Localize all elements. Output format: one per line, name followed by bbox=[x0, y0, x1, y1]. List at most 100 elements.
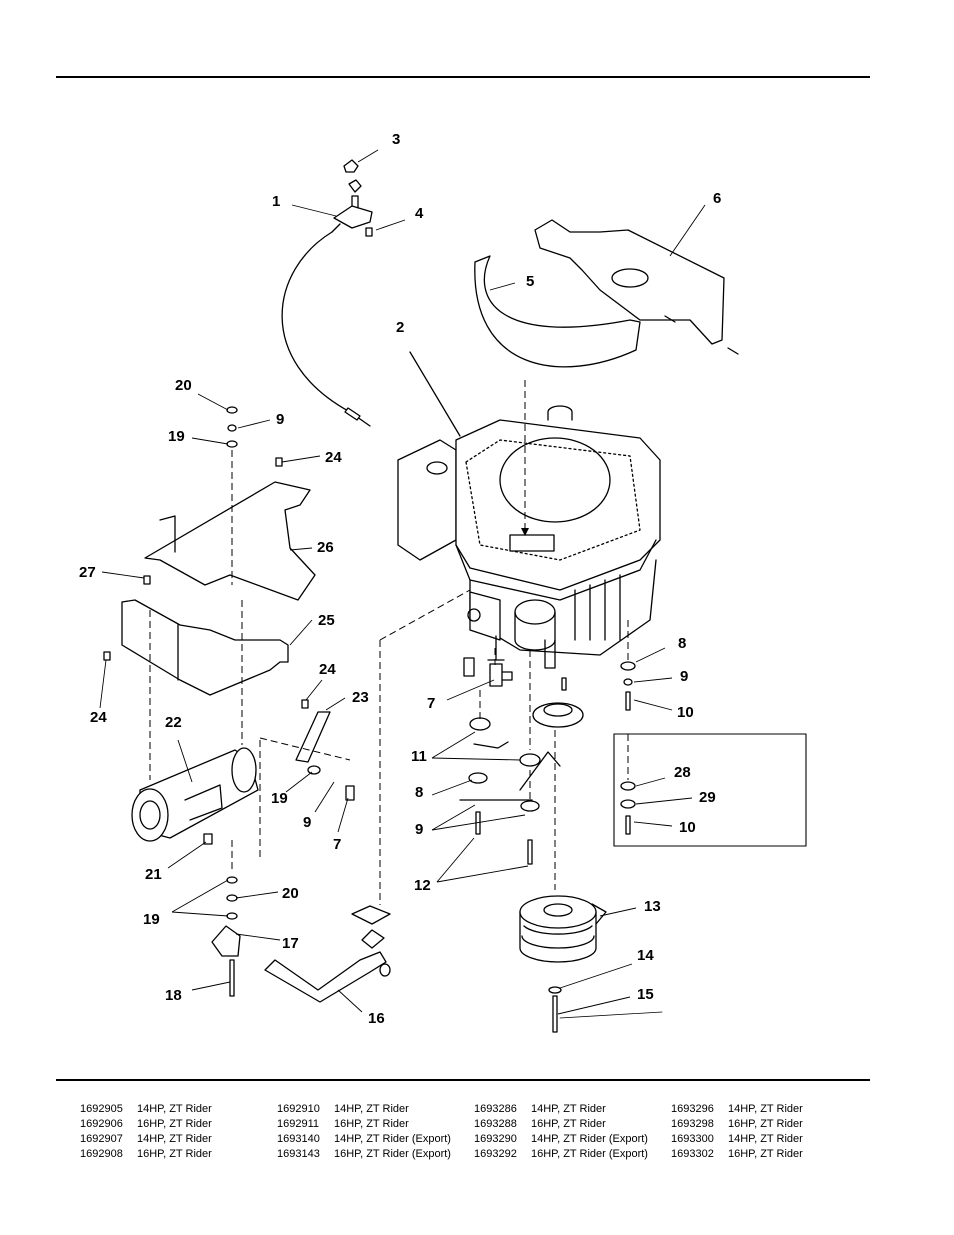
muffler bbox=[131, 747, 259, 842]
callout-20: 20 bbox=[282, 885, 299, 902]
callout-7: 7 bbox=[427, 695, 435, 712]
model-number: 1692908 bbox=[80, 1148, 123, 1160]
model-row: 1692905 14HP, ZT Rider bbox=[80, 1102, 212, 1117]
upper-shield bbox=[144, 481, 316, 601]
model-row: 1693298 16HP, ZT Rider bbox=[671, 1117, 803, 1132]
model-description: 14HP, ZT Rider bbox=[728, 1103, 803, 1115]
bottom-rule bbox=[56, 1079, 870, 1081]
callout-8: 8 bbox=[678, 635, 686, 652]
callout-24: 24 bbox=[319, 661, 336, 678]
callout-20: 20 bbox=[175, 377, 192, 394]
callout-21: 21 bbox=[145, 866, 162, 883]
model-number: 1692905 bbox=[80, 1103, 123, 1115]
callout-18: 18 bbox=[165, 987, 182, 1004]
callout-19: 19 bbox=[143, 911, 160, 928]
callout-19: 19 bbox=[271, 790, 288, 807]
callout-10: 10 bbox=[679, 819, 696, 836]
model-number: 1693292 bbox=[474, 1148, 517, 1160]
callout-26: 26 bbox=[317, 539, 334, 556]
model-column-4: 1693296 14HP, ZT Rider 1693298 16HP, ZT Ri… bbox=[671, 1102, 803, 1162]
callout-22: 22 bbox=[165, 714, 182, 731]
callout-23: 23 bbox=[352, 689, 369, 706]
model-description: 16HP, ZT Rider bbox=[137, 1118, 212, 1130]
model-row: 1692910 14HP, ZT Rider bbox=[277, 1102, 451, 1117]
model-number: 1693300 bbox=[671, 1133, 714, 1145]
model-column-1: 1692905 14HP, ZT Rider 1692906 16HP, ZT Ri… bbox=[80, 1102, 212, 1162]
lower-shield bbox=[121, 599, 289, 696]
callout-9: 9 bbox=[415, 821, 423, 838]
model-description: 16HP, ZT Rider (Export) bbox=[334, 1148, 451, 1160]
callout-1: 1 bbox=[272, 193, 280, 210]
electric-clutch bbox=[519, 895, 607, 963]
model-number: 1692911 bbox=[277, 1118, 320, 1130]
throttle-cable bbox=[281, 231, 371, 427]
model-number: 1692906 bbox=[80, 1118, 123, 1130]
model-description: 14HP, ZT Rider bbox=[531, 1103, 606, 1115]
model-number: 1693302 bbox=[671, 1148, 714, 1160]
model-number: 1693296 bbox=[671, 1103, 714, 1115]
model-description: 16HP, ZT Rider bbox=[334, 1118, 409, 1130]
callout-4: 4 bbox=[415, 205, 424, 222]
model-description: 16HP, ZT Rider bbox=[728, 1118, 803, 1130]
model-row: 1693288 16HP, ZT Rider bbox=[474, 1117, 648, 1132]
model-description: 16HP, ZT Rider (Export) bbox=[531, 1148, 648, 1160]
engine-shroud bbox=[474, 255, 641, 368]
callout-25: 25 bbox=[318, 612, 335, 629]
exhaust-pipe bbox=[264, 951, 387, 1003]
callout-10: 10 bbox=[677, 704, 694, 721]
model-number: 1693143 bbox=[277, 1148, 320, 1160]
model-description: 14HP, ZT Rider (Export) bbox=[334, 1133, 451, 1145]
callout-14: 14 bbox=[637, 947, 654, 964]
callout-24: 24 bbox=[325, 449, 342, 466]
callout-6: 6 bbox=[713, 190, 721, 207]
callout-9: 9 bbox=[303, 814, 311, 831]
throttle-control bbox=[331, 159, 373, 237]
model-row: 1692906 16HP, ZT Rider bbox=[80, 1117, 212, 1132]
callout-13: 13 bbox=[644, 898, 661, 915]
model-description: 14HP, ZT Rider (Export) bbox=[531, 1133, 648, 1145]
callout-9: 9 bbox=[276, 411, 284, 428]
callout-17: 17 bbox=[282, 935, 299, 952]
model-description: 16HP, ZT Rider bbox=[137, 1148, 212, 1160]
model-number: 1693298 bbox=[671, 1118, 714, 1130]
model-row: 1693290 14HP, ZT Rider (Export) bbox=[474, 1132, 648, 1147]
callout-3: 3 bbox=[392, 131, 400, 148]
callout-16: 16 bbox=[368, 1010, 385, 1027]
model-row: 1693296 14HP, ZT Rider bbox=[671, 1102, 803, 1117]
callout-9: 9 bbox=[680, 668, 688, 685]
model-number: 1693288 bbox=[474, 1118, 517, 1130]
top-rule bbox=[56, 76, 870, 78]
model-description: 16HP, ZT Rider bbox=[531, 1118, 606, 1130]
model-column-2: 1692910 14HP, ZT Rider 1692911 16HP, ZT Ri… bbox=[277, 1102, 451, 1162]
model-description: 14HP, ZT Rider bbox=[334, 1103, 409, 1115]
callout-19: 19 bbox=[168, 428, 185, 445]
model-row: 1692911 16HP, ZT Rider bbox=[277, 1117, 451, 1132]
callout-15: 15 bbox=[637, 986, 654, 1003]
model-number: 1693290 bbox=[474, 1133, 517, 1145]
model-number: 1692907 bbox=[80, 1133, 123, 1145]
callout-5: 5 bbox=[526, 273, 534, 290]
callout-28: 28 bbox=[674, 764, 691, 781]
callout-11: 11 bbox=[411, 748, 427, 765]
model-number: 1692910 bbox=[277, 1103, 320, 1115]
callout-8: 8 bbox=[415, 784, 423, 801]
model-description: 14HP, ZT Rider bbox=[137, 1103, 212, 1115]
inset-box bbox=[613, 733, 807, 847]
callout-27: 27 bbox=[79, 564, 96, 581]
model-row: 1693286 14HP, ZT Rider bbox=[474, 1102, 648, 1117]
model-number: 1693140 bbox=[277, 1133, 320, 1145]
callout-29: 29 bbox=[699, 789, 716, 806]
callout-24: 24 bbox=[90, 709, 107, 726]
model-row: 1693292 16HP, ZT Rider (Export) bbox=[474, 1147, 648, 1162]
model-number: 1693286 bbox=[474, 1103, 517, 1115]
engine bbox=[397, 405, 661, 669]
model-row: 1692908 16HP, ZT Rider bbox=[80, 1147, 212, 1162]
model-column-3: 1693286 14HP, ZT Rider 1693288 16HP, ZT Ri… bbox=[474, 1102, 648, 1162]
callout-12: 12 bbox=[414, 877, 431, 894]
callout-2: 2 bbox=[396, 319, 404, 336]
model-description: 14HP, ZT Rider bbox=[137, 1133, 212, 1145]
model-row: 1693143 16HP, ZT Rider (Export) bbox=[277, 1147, 451, 1162]
